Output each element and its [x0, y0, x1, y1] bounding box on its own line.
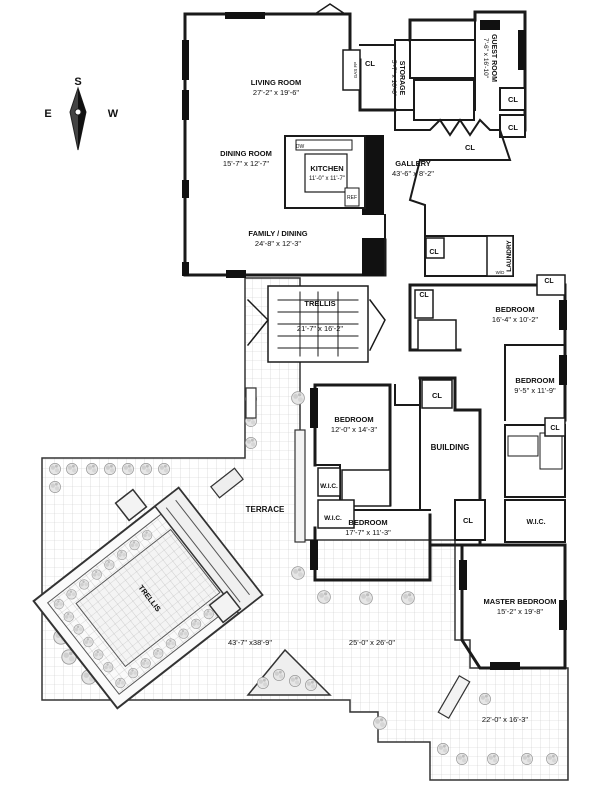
dw-kitchen: DW — [296, 144, 305, 150]
compass-east: E — [44, 108, 51, 120]
cl-guest-2: CL — [508, 123, 518, 132]
bedroom-3-dims: 12'-0" x 14'-3" — [331, 425, 377, 434]
terrace-plantings — [49, 391, 558, 765]
terrace-label: TERRACE — [246, 505, 285, 514]
planter-box-a — [114, 488, 148, 522]
cl-gallery: CL — [465, 143, 475, 152]
terrace-west-dims: 43'-7" x38'-9" — [228, 638, 272, 647]
bedroom-4-dims: 17'-7" x 11'-3" — [345, 528, 391, 537]
family-dining-dims: 24'-8" x 12'-3" — [255, 239, 301, 248]
cl-guest-1: CL — [508, 95, 518, 104]
wd-laundry: W/D — [496, 270, 505, 275]
bedroom-1-label: BEDROOM — [495, 305, 534, 314]
terrace-planter-strip — [294, 429, 306, 543]
east-terrace-planter — [437, 674, 471, 720]
compass-south: S — [74, 76, 81, 88]
trellis-top-label: TRELLIS — [304, 299, 335, 308]
bedroom-2-label: BEDROOM — [515, 376, 554, 385]
kitchen-dims: 11'-0" x 11'-7" — [309, 176, 345, 182]
living-room-label: LIVING ROOM — [251, 78, 301, 87]
guest-room-dims: 7'-6" x 16'-10" — [482, 38, 489, 79]
compass: S E W — [44, 76, 119, 151]
family-dining-label: FAMILY / DINING — [248, 229, 307, 238]
fixture-labels: CL CL CL CL CL CL CL CL CL CL DW REF GAS… — [296, 59, 561, 525]
bedroom-4-label: BEDROOM — [348, 518, 387, 527]
planter-box-b — [208, 590, 242, 624]
cl-bedroom-1-b: CL — [544, 278, 554, 285]
laundry-label: LAUNDRY — [506, 240, 513, 272]
cl-bath-east: CL — [550, 425, 560, 432]
bedroom-2-dims: 9'-5" x 11'-9" — [514, 386, 556, 395]
living-room-dims: 27'-2" x 19'-6" — [253, 88, 299, 97]
guest-room-label: GUEST ROOM — [490, 34, 497, 82]
interior — [182, 3, 567, 670]
wic-bedroom-4-label: W.I.C. — [324, 515, 342, 522]
building-label: BUILDING — [431, 443, 470, 452]
master-bedroom-label: MASTER BEDROOM — [484, 597, 557, 606]
master-bedroom-dims: 15'-2" x 19'-8" — [497, 607, 543, 616]
room-labels: LIVING ROOM 27'-2" x 19'-6" DINING ROOM … — [136, 34, 556, 724]
bedroom-1-dims: 16'-4" x 10'-2" — [492, 315, 538, 324]
gallery-label: GALLERY — [395, 159, 431, 168]
dining-room-label: DINING ROOM — [220, 149, 272, 158]
terrace-grill — [210, 467, 244, 499]
cl-master: CL — [463, 516, 473, 525]
kitchen-label: KITCHEN — [310, 164, 343, 173]
terrace-center-dims: 25'-0" x 26'-0" — [349, 638, 395, 647]
trellis-top-dims: 21'-7" x 16'-2" — [297, 324, 343, 333]
terrace-east-dims: 22'-0" x 16'-3" — [482, 715, 528, 724]
cl-laundry: CL — [429, 249, 439, 256]
cl-building: CL — [432, 391, 442, 400]
compass-west: W — [108, 108, 119, 120]
dining-room-dims: 15'-7" x 12'-7" — [223, 159, 269, 168]
ref-kitchen: REF — [347, 195, 357, 201]
wic-bath-3-label: W.I.C. — [320, 483, 338, 490]
storage-dims: 5'-7" x 10'-0" — [390, 60, 397, 97]
bedroom-3-label: BEDROOM — [334, 415, 373, 424]
storage-label: STORAGE — [398, 61, 405, 96]
gas-fp: GAS FP — [353, 62, 358, 79]
cl-storage: CL — [365, 59, 375, 68]
terrace-bench — [245, 387, 257, 419]
cl-bedroom-1-a: CL — [419, 292, 429, 299]
trellis-big — [32, 486, 264, 710]
gallery-dims: 43'-6" x 8'-2" — [392, 169, 434, 178]
wic-master-label: W.I.C. — [526, 519, 545, 526]
